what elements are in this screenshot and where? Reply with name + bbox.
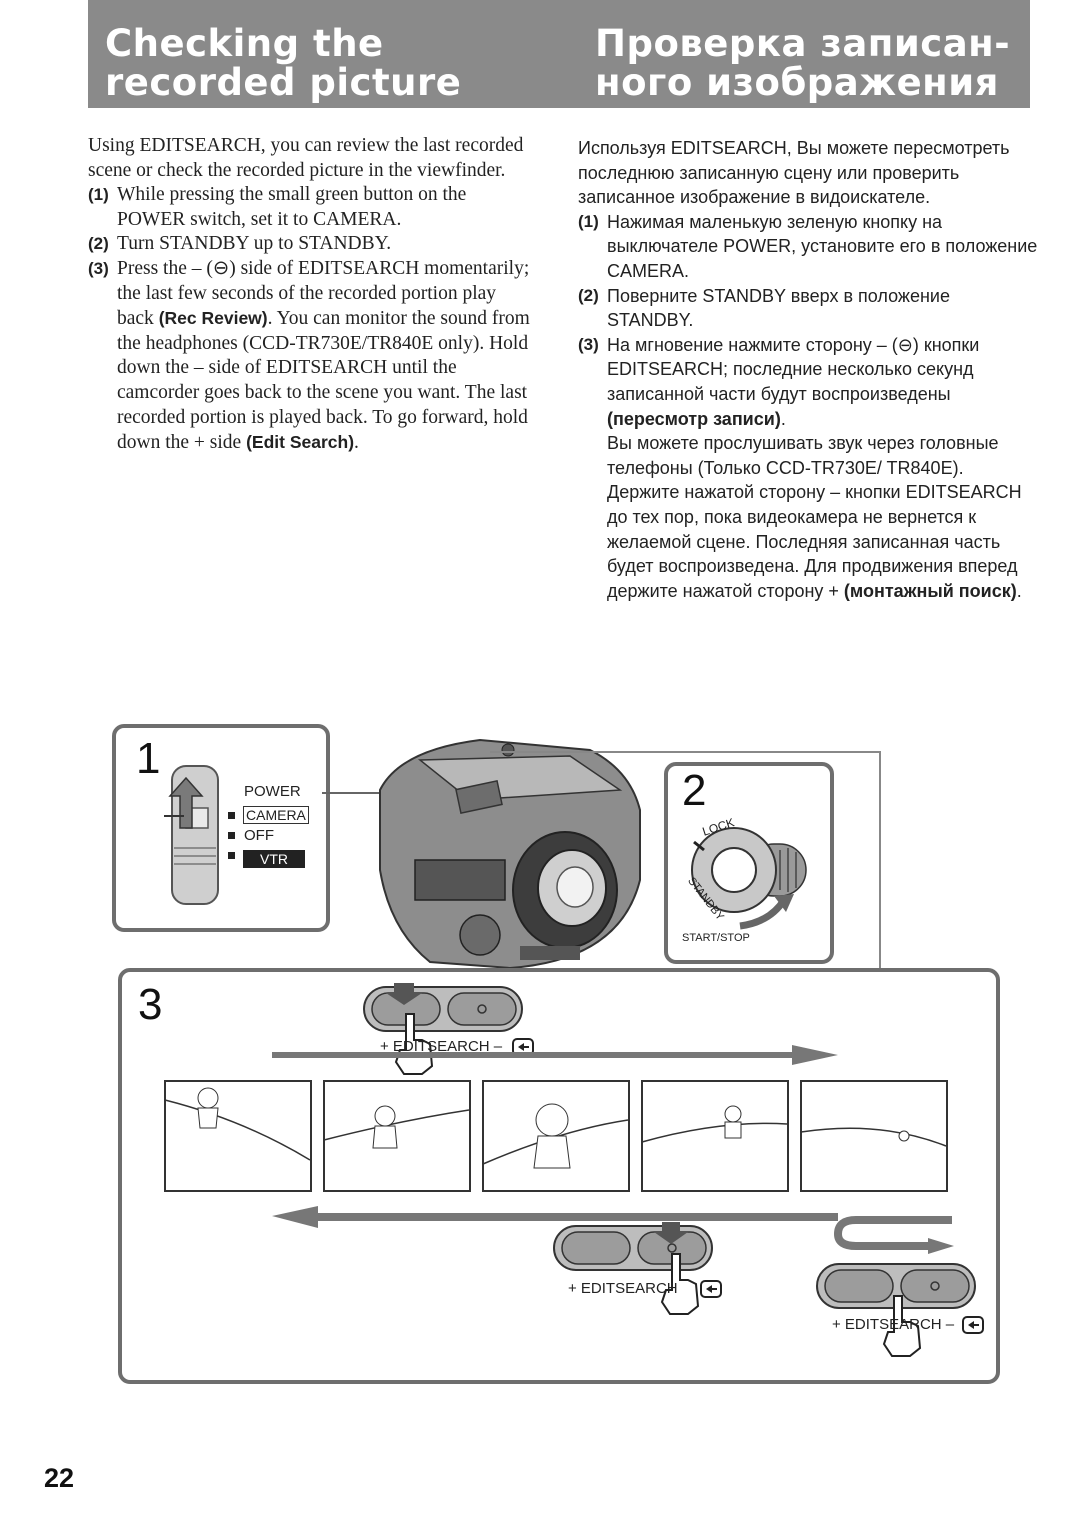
frame-5 <box>800 1080 948 1192</box>
rec-review-term: (Rec Review) <box>158 308 268 329</box>
arrow-right-long <box>272 1045 838 1065</box>
english-column: Using EDITSEARCH, you can review the las… <box>88 134 534 456</box>
page-number: 22 <box>44 1463 75 1493</box>
russian-column: Используя EDITSEARCH, Вы можете пересмот… <box>578 136 1038 603</box>
step-number: (1) <box>578 211 599 231</box>
standby-dial-illustration <box>691 827 807 930</box>
step-text: Нажимая маленькую зеленую кнопку на выкл… <box>607 211 1038 281</box>
edit-search-term: (монтажный поиск) <box>843 580 1017 601</box>
figure-1-number: 1 <box>136 734 161 783</box>
title-ru-line1: Проверка записан- <box>595 22 1011 65</box>
title-en-line1: Checking the <box>105 22 384 65</box>
step-text: Press the – (⊖) side of EDITSEARCH momen… <box>117 257 534 456</box>
editsearch-label-2: + EDITSEARCH <box>568 1280 678 1297</box>
step-text-b: . <box>780 408 786 429</box>
step-number: (1) <box>88 185 109 205</box>
arrow-left-long <box>272 1206 838 1228</box>
return-arrow <box>833 1216 954 1254</box>
camcorder-illustration <box>379 738 641 970</box>
step-text-a: На мгновение нажмите сторону – (⊖) кнопк… <box>607 334 980 404</box>
step-text-a: Press the – (⊖) side of EDITSEARCH momen… <box>117 257 530 330</box>
camera-mark <box>228 812 235 819</box>
title-en-line2: recorded picture <box>105 61 462 104</box>
english-intro: Using EDITSEARCH, you can review the las… <box>88 135 524 181</box>
title-ru-line2: ного изображения <box>595 61 999 104</box>
off-mark <box>228 832 235 839</box>
editsearch-label-1: + EDITSEARCH – <box>380 1038 503 1055</box>
frame-1 <box>164 1080 312 1192</box>
frame-4 <box>641 1080 789 1192</box>
power-switch-illustration <box>164 765 219 905</box>
rewind-icon <box>962 1316 984 1334</box>
russian-step-3: (3) На мгновение нажмите сторону – (⊖) к… <box>578 333 1038 604</box>
english-step-2: (2) Turn STANDBY up to STANDBY. <box>88 232 534 257</box>
step-text-d: Держите нажатой сторону – кнопки EDITSEA… <box>607 482 1022 601</box>
pointing-hand-icon <box>394 1013 434 1075</box>
figure-2-number: 2 <box>682 766 707 815</box>
editsearch-button-1 <box>363 983 523 1032</box>
vtr-label: VTR <box>243 850 305 868</box>
title-russian: Проверка записан- ного изображения <box>595 24 1010 102</box>
off-label: OFF <box>244 827 274 844</box>
camera-label: CAMERA <box>243 806 309 824</box>
power-label: POWER <box>244 783 301 800</box>
vtr-mark <box>228 852 235 859</box>
connector-line-1 <box>322 792 382 794</box>
connector-line-2 <box>490 751 881 968</box>
title-bar <box>88 0 1030 108</box>
editsearch-label-3: + EDITSEARCH – <box>832 1316 955 1333</box>
editsearch-button-3 <box>816 1263 976 1309</box>
step-text-e: . <box>1016 580 1022 601</box>
start-stop-label: START/STOP <box>682 932 750 944</box>
step-text: На мгновение нажмите сторону – (⊖) кнопк… <box>607 333 1038 604</box>
rec-review-term: (пересмотр записи) <box>607 408 781 429</box>
step-text-c: Вы можете прослушивать звук через головн… <box>607 433 999 478</box>
step-number: (3) <box>578 334 599 354</box>
figure-3-number: 3 <box>138 980 163 1029</box>
step-text-b: . You can monitor the sound from the hea… <box>117 308 530 454</box>
step-text: While pressing the small green button on… <box>117 184 467 230</box>
step-text: Turn STANDBY up to STANDBY. <box>117 233 392 255</box>
step-text-c: . <box>354 432 359 454</box>
pointing-hand-icon <box>660 1253 700 1315</box>
edit-search-term: (Edit Search) <box>246 432 355 453</box>
figure-1-panel <box>112 724 330 932</box>
rewind-icon <box>700 1280 722 1298</box>
russian-step-2: (2) Поверните STANDBY вверх в положение … <box>578 284 1038 333</box>
frame-2 <box>323 1080 471 1192</box>
russian-intro: Используя EDITSEARCH, Вы можете пересмот… <box>578 138 1010 208</box>
english-step-1: (1) While pressing the small green butto… <box>88 183 534 232</box>
english-step-3: (3) Press the – (⊖) side of EDITSEARCH m… <box>88 257 534 456</box>
title-english: Checking the recorded picture <box>105 24 461 102</box>
step-text: Поверните STANDBY вверх в положение STAN… <box>607 285 950 331</box>
step-number: (2) <box>88 234 109 254</box>
frame-3 <box>482 1080 630 1192</box>
step-number: (2) <box>578 285 599 305</box>
pointing-hand-icon <box>882 1295 922 1357</box>
russian-step-1: (1) Нажимая маленькую зеленую кнопку на … <box>578 210 1038 284</box>
step-number: (3) <box>88 258 109 278</box>
